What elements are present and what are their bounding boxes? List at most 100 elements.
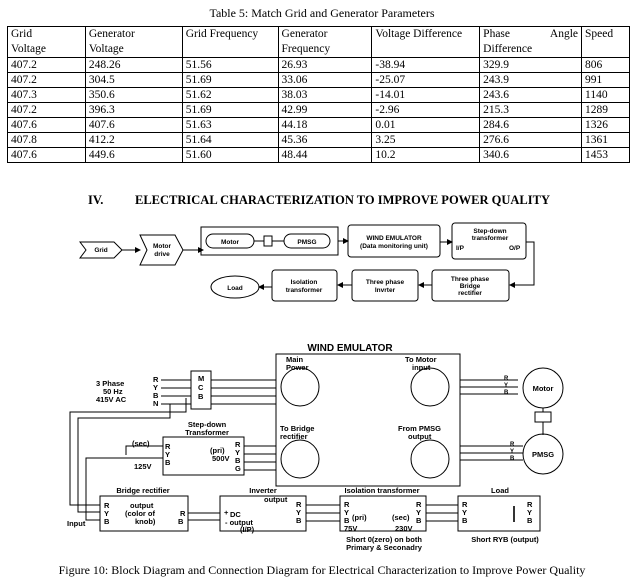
note-short-2: Primary & Seconadry [346,543,423,552]
svg-text:+: + [224,508,229,517]
mcb-b: B [198,392,204,401]
table-cell: -14.01 [371,87,481,103]
wind-emulator-sublabel: (Data monitoring unit) [360,243,428,250]
grid-block [79,241,123,259]
main-power-label-2: Power [286,363,309,372]
table-cell: 304.5 [84,72,183,88]
cd-pmsg-label: PMSG [532,450,554,459]
table-header-cell: Voltage Difference [371,26,481,58]
table-cell: 51.60 [181,147,279,163]
rectifier-label-3: rectifier [458,290,482,297]
svg-text:R: R [180,509,186,518]
svg-text:B: B [504,390,509,396]
svg-text:B: B [462,516,468,525]
motor-drive-label-2: drive [154,251,170,258]
cd-motor-label: Motor [533,384,554,393]
svg-text:Y: Y [235,448,240,457]
table-cell: 1361 [581,132,630,148]
stepdown-title-1: Step-down [188,420,227,429]
svg-text:R: R [296,500,302,509]
stepdown-label-1: Step-down [473,228,506,235]
to-bridge-socket [280,439,320,479]
wind-emulator-block [347,224,441,258]
svg-text:output: output [130,501,154,510]
inverter-ip: (I/P) [240,525,255,534]
svg-text:R: R [416,500,422,509]
isolation-230v: 230V [395,524,413,533]
svg-text:B: B [165,458,171,467]
svg-text:B: B [235,456,241,465]
svg-text:knob): knob) [135,517,156,526]
connection-diagram: WIND EMULATOR Main Power To Motor input … [67,343,564,552]
table-cell: 248.26 [84,57,183,73]
section-title: ELECTRICAL CHARACTERIZATION TO IMPROVE P… [135,193,550,207]
bridge-title: Bridge rectifier [116,486,169,495]
table-cell: 407.3 [7,87,86,103]
inverter-label-1: Three phase [366,279,405,286]
pmsg-symbol [522,433,564,475]
wind-emulator-label: WIND EMULATOR [366,235,422,242]
isolation-title: Isolation transformer [344,486,419,495]
isolation-pri: (pri) [352,513,367,522]
motor-drive-label-1: Motor [153,243,172,250]
svg-text:R: R [104,501,110,510]
mcb-m: M [198,374,204,383]
inverter-minus: - output [225,518,253,527]
stepdown-sec: (sec) [132,439,150,448]
svg-text:Y: Y [104,509,109,518]
load-box [457,495,541,532]
supply-freq: 50 Hz [103,387,123,396]
mcb-box [190,370,212,410]
svg-text:Y: Y [153,383,158,392]
svg-text:Y: Y [344,508,349,517]
table-cell: 340.6 [479,147,582,163]
table-cell: -38.94 [371,57,481,73]
svg-text:R: R [165,442,171,451]
stepdown-ip: I/P [456,245,465,252]
table-caption: Table 5: Match Grid and Generator Parame… [209,6,435,20]
motor-drive-block [139,234,184,266]
stepdown-block [451,222,527,260]
note-short-1: Short 0(zero) on both [346,535,422,544]
svg-text:B: B [153,391,159,400]
figure-caption: Figure 10: Block Diagram and Connection … [58,563,586,577]
table-cell: 407.2 [7,102,86,118]
load-label: Load [227,285,243,292]
table-cell: 48.44 [277,147,373,163]
table-cell: 1289 [581,102,630,118]
stepdown-125v: 125V [134,462,152,471]
svg-text:R: R [462,500,468,509]
inverter-dc: DC [230,510,241,519]
svg-text:B: B [296,516,302,525]
svg-text:R: R [344,500,350,509]
svg-text:R: R [153,375,159,384]
rectifier-label-2: Bridge [460,283,481,290]
svg-text:N: N [153,399,158,408]
svg-text:R: R [235,440,241,449]
supply-phase: 3 Phase [96,379,124,388]
bridge-input: Input [67,519,86,528]
pmsg-block [283,233,331,249]
svg-text:R: R [527,500,533,509]
motor-label: Motor [221,239,240,246]
from-pmsg-socket [410,439,450,479]
rectifier-label-1: Three phase [451,276,490,283]
svg-text:Y: Y [165,450,170,459]
inverter-title: Inverter [249,486,277,495]
table-cell: 449.6 [84,147,183,163]
to-motor-label-1: To Motor [405,355,437,364]
from-pmsg-label-2: output [408,432,432,441]
svg-text:B: B [527,516,533,525]
isolation-label-2: transformer [286,287,323,294]
main-power-label-1: Main [286,355,304,364]
grid-label: Grid [94,247,107,254]
svg-text:Y: Y [510,449,514,455]
